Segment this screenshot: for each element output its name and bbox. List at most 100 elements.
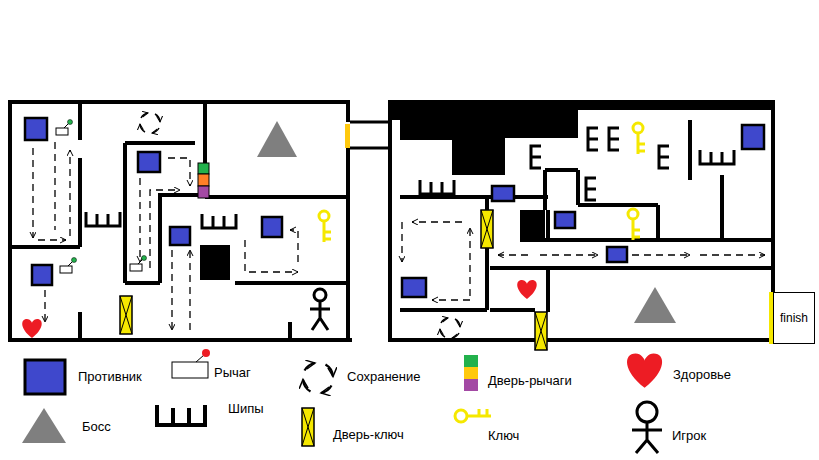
player-body: [310, 301, 330, 330]
patrol-path: [700, 254, 765, 255]
patrol-path: [401, 222, 402, 262]
patrol-path: [498, 254, 528, 255]
patrol-path: [290, 230, 298, 262]
player-head: [314, 289, 326, 301]
enemy: [607, 247, 627, 262]
legend-label: Дверь-ключ: [333, 427, 404, 442]
lever: [130, 256, 147, 272]
key-door: [481, 210, 493, 248]
key-door: [535, 312, 547, 350]
enemy: [32, 265, 52, 285]
key-ring: [455, 410, 467, 422]
lever: [60, 258, 77, 274]
exit-door: [345, 124, 350, 148]
lever-door-green: [198, 163, 209, 174]
enemy: [170, 227, 190, 245]
legend-label: Босс: [82, 419, 111, 434]
legend-label: Здоровье: [673, 367, 731, 382]
black-block: [520, 210, 545, 240]
key: [319, 211, 331, 242]
legend-label: Дверь-рычаги: [488, 373, 572, 388]
enemy: [742, 125, 764, 149]
enemy: [402, 278, 426, 297]
legend-label: Рычаг: [214, 365, 251, 380]
legend-label: Противник: [78, 369, 142, 384]
legend-player: [632, 402, 662, 453]
spikes: [659, 146, 669, 168]
spikes: [86, 212, 120, 226]
patrol-paths: [33, 142, 765, 330]
legend-save: [303, 363, 333, 393]
lever: [56, 120, 73, 136]
legend-label: Сохранение: [347, 369, 421, 384]
key-shaft: [467, 409, 491, 416]
enemy: [138, 152, 160, 172]
enemy: [492, 186, 514, 201]
patrol-path: [54, 142, 55, 230]
wall: [8, 100, 352, 342]
black-mass: [388, 100, 775, 175]
patrol-path: [632, 254, 690, 255]
patrol-path: [171, 250, 172, 330]
legend-lever-arm: [196, 355, 204, 362]
wall: [388, 100, 773, 342]
patrol-path: [168, 158, 190, 186]
patrol-path: [245, 240, 298, 272]
lever-door-purple: [198, 186, 209, 198]
legend-key: [455, 409, 491, 422]
patrol-path: [412, 221, 462, 222]
legend-lever: [172, 362, 208, 378]
spikes: [609, 128, 619, 150]
spikes: [202, 214, 236, 228]
legend-label: Игрок: [672, 428, 706, 443]
patrol-path: [540, 254, 598, 255]
legend-enemy: [25, 360, 65, 394]
boss: [634, 287, 676, 323]
key-door: [120, 296, 132, 334]
legend-key-door: [302, 408, 314, 446]
legend-label: Ключ: [488, 428, 519, 443]
spikes: [531, 146, 541, 168]
patrol-path: [189, 250, 190, 330]
key: [633, 123, 645, 154]
patrol-path: [139, 178, 140, 262]
spikes: [586, 178, 596, 200]
lever-door-orange: [198, 174, 209, 186]
enemy: [25, 118, 47, 140]
save-point: [140, 113, 160, 133]
patrol-path: [44, 290, 45, 322]
patrol-path: [32, 148, 33, 238]
spikes: [700, 150, 734, 164]
spikes: [420, 180, 454, 194]
player: [310, 289, 330, 330]
legend-health: [627, 354, 662, 388]
legend-lever-door: [464, 367, 478, 379]
patrol-path: [432, 299, 470, 300]
legend-label: Шипы: [228, 401, 264, 416]
enemies: [25, 118, 764, 297]
spikes: [588, 128, 598, 150]
patrol-path: [69, 150, 70, 236]
patrol-path: [38, 239, 66, 240]
health: [517, 280, 536, 299]
player-head: [637, 402, 657, 422]
save-point: [440, 318, 460, 338]
boss: [257, 121, 297, 157]
finish-box: finish: [773, 292, 815, 344]
legend-lever-knob: [202, 349, 210, 357]
black-block: [200, 245, 230, 280]
enemy: [555, 212, 575, 228]
enemy: [262, 217, 282, 237]
legend-boss: [22, 408, 66, 443]
patrol-path: [469, 228, 470, 296]
corridor-wall: [350, 122, 390, 148]
health: [22, 319, 41, 338]
player-body: [632, 422, 662, 453]
legend-lever-door: [464, 355, 478, 367]
key: [628, 209, 640, 240]
finish-label: finish: [780, 311, 808, 325]
legend-lever-door: [464, 379, 478, 391]
